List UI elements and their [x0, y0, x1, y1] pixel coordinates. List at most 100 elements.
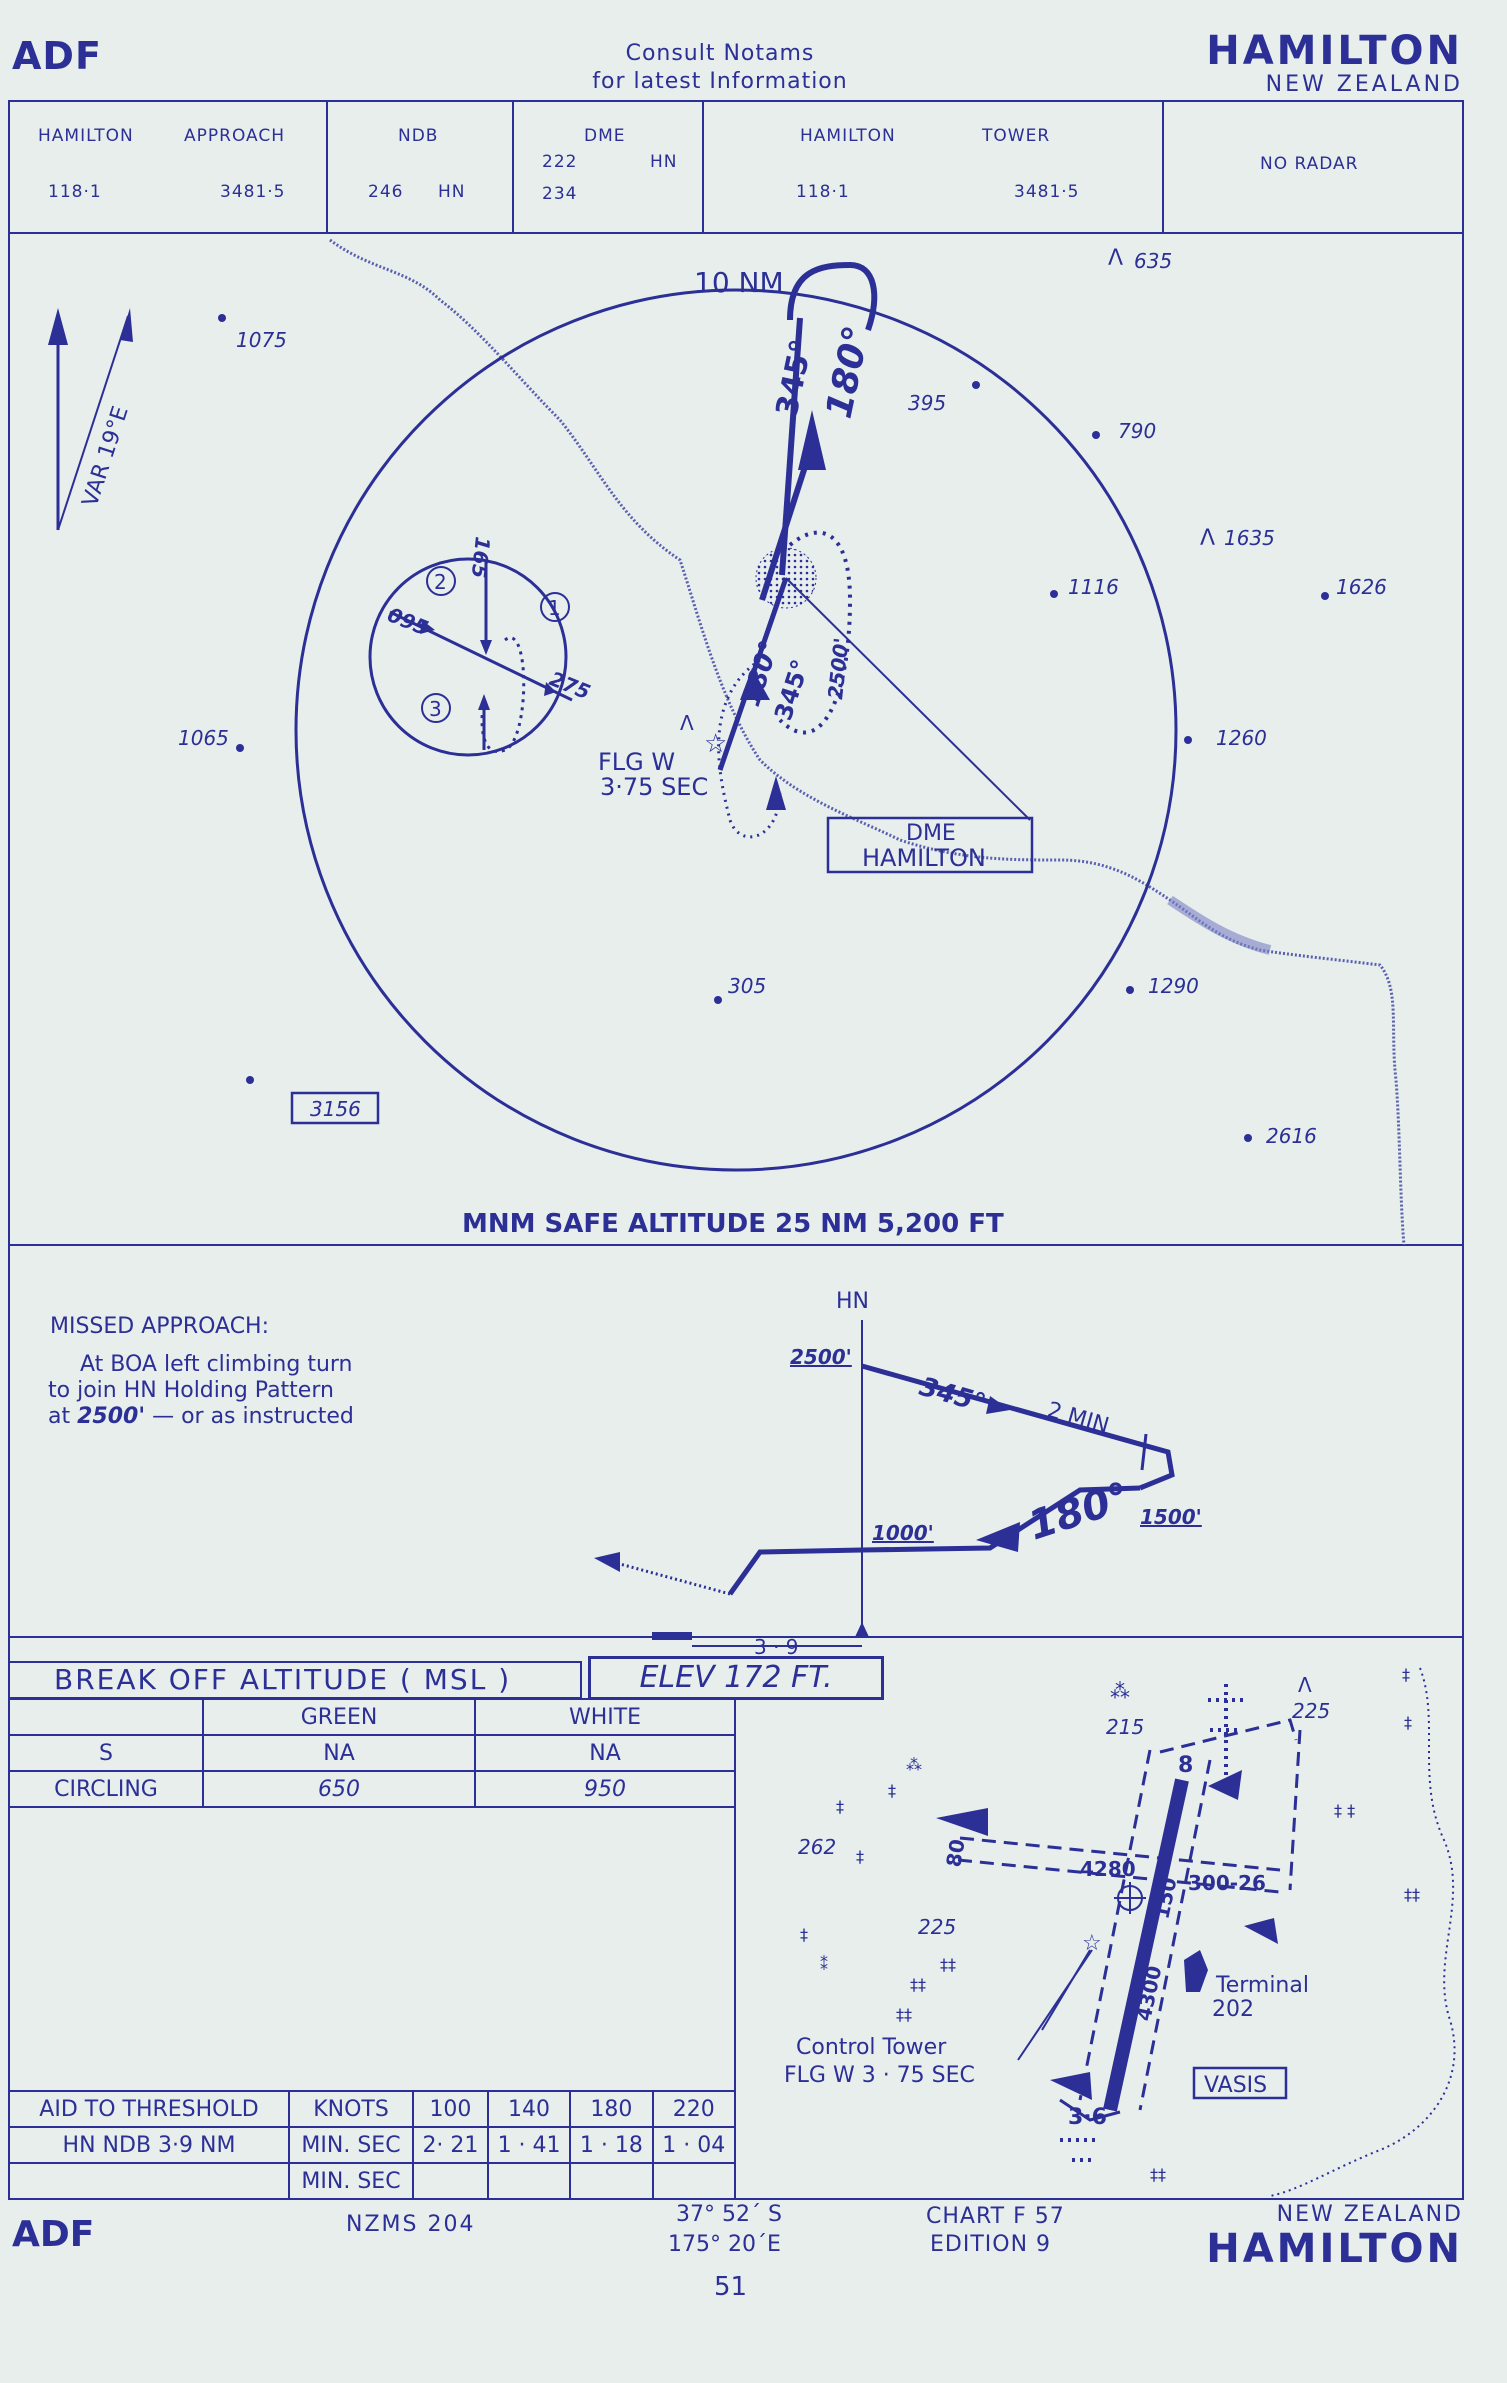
dme-box-line2: HAMILTON [862, 844, 986, 872]
table-row: GREEN WHITE [8, 1698, 736, 1736]
notice-line1: Consult Notams [625, 41, 815, 66]
svg-text:‡‡: ‡‡ [910, 1975, 926, 1994]
ndb-freq: 246 [368, 182, 404, 202]
spot-790: 790 [1118, 419, 1156, 443]
svg-text:‡‡: ‡‡ [1404, 1885, 1420, 1904]
footer-country: NEW ZEALAND [1276, 2202, 1463, 2227]
table-cell: 140 [486, 2090, 572, 2128]
table-cell [9, 2163, 289, 2199]
obstacle-635: 635 [1134, 249, 1172, 273]
ndb-label: NDB [398, 126, 439, 146]
table-cell [412, 2162, 489, 2200]
timing-table: AID TO THRESHOLD KNOTS 100 140 180 220 H… [8, 2090, 737, 2200]
table-cell: 650 [202, 1770, 476, 1808]
svg-text:☆: ☆ [1082, 1931, 1102, 1956]
svg-text:‡‡: ‡‡ [940, 1955, 956, 1974]
profile-alt-top: 2500' [790, 1345, 852, 1369]
obstacle-icon: Λ [1298, 1673, 1312, 1697]
comm-tower: HAMILTON TOWER 118·1 3481·5 [704, 100, 1164, 234]
fix-name: FLG W [598, 748, 675, 776]
ad-height-225: 225 [1292, 1699, 1330, 1723]
dme-ident: HN [650, 152, 678, 172]
table-divider [734, 1698, 736, 2200]
var-label: VAR 19°E [78, 403, 134, 510]
missed-approach-title: MISSED APPROACH: [50, 1314, 270, 1339]
dme-box-line1: DME [906, 821, 956, 846]
table-cell: GREEN [202, 1698, 476, 1736]
svg-text:‡: ‡ [856, 1847, 864, 1866]
tower-label: Control Tower [796, 2035, 947, 2060]
page-number: 51 [714, 2272, 748, 2302]
terminal-label: Terminal [1215, 1973, 1309, 1998]
header-airport-block: HAMILTON NEW ZEALAND [1206, 30, 1463, 97]
holding-pattern [717, 261, 1031, 839]
aerodrome-diagram: ☆ [936, 1667, 1456, 2197]
north-arrow [48, 308, 133, 531]
boa-table: GREEN WHITE S NA NA CIRCLING 650 950 [8, 1698, 736, 1808]
svg-text:‡: ‡ [800, 1925, 808, 1944]
svg-text:‡‡: ‡‡ [896, 2005, 912, 2024]
tower-name: HAMILTON [800, 126, 896, 146]
missed-line1: At BOA left climbing turn [80, 1352, 353, 1377]
spot-1626: 1626 [1336, 575, 1387, 599]
footer-lat: 37° 52´ S [676, 2202, 782, 2227]
airport-name: HAMILTON [1206, 28, 1463, 74]
boa-title: BREAK OFF ALTITUDE ( MSL ) [8, 1661, 582, 1699]
approach-freq1: 118·1 [48, 182, 102, 202]
table-cell: 220 [651, 2090, 737, 2128]
spot-2616: 2616 [1266, 1124, 1317, 1148]
spot-395: 395 [908, 391, 946, 415]
footer-chart: CHART F 57 [926, 2204, 1065, 2229]
table-cell: 950 [474, 1770, 736, 1808]
fix-obstacle-icon: Λ [680, 711, 694, 735]
table-cell: HN NDB 3·9 NM [8, 2126, 290, 2164]
table-row: CIRCLING 650 950 [8, 1770, 736, 1808]
outbound-track-label: 345° [770, 336, 820, 419]
rwy-36: 3·6 [1068, 2105, 1107, 2130]
notam-notice: Consult Notams for latest Information [560, 40, 880, 96]
vasis-box [1192, 2066, 1288, 2100]
footer-type-label: ADF [12, 2214, 95, 2255]
table-row: HN NDB 3·9 NM MIN. SEC 2· 21 1 · 41 1 · … [8, 2126, 737, 2164]
ad-height-215: 215 [1106, 1715, 1144, 1739]
tower-service: TOWER [982, 126, 1051, 146]
table-cell: NA [202, 1734, 476, 1772]
table-cell: NA [474, 1734, 736, 1772]
table-row: MIN. SEC [9, 2162, 737, 2200]
ten-nm-circle [294, 288, 1178, 1172]
profile-leg-time: 2 MIN [1044, 1398, 1111, 1439]
spot-305: 305 [728, 974, 766, 998]
terminal-elev: 202 [1212, 1997, 1254, 2022]
comm-approach: HAMILTON APPROACH 118·1 3481·5 [8, 100, 328, 234]
ad-height-225b: 225 [918, 1915, 956, 1939]
entry-095: 095 [384, 602, 432, 640]
table-cell: 1 · 04 [651, 2126, 737, 2164]
country-name: NEW ZEALAND [1265, 72, 1463, 97]
profile-track-in: 180° [1023, 1474, 1136, 1550]
chart-frame [8, 100, 1464, 2200]
table-cell: MIN. SEC [288, 2162, 414, 2200]
table-cell: MIN. SEC [288, 2126, 414, 2164]
footer-edition: EDITION 9 [930, 2232, 1052, 2257]
table-row: AID TO THRESHOLD KNOTS 100 140 180 220 [8, 2090, 737, 2128]
entry-1: 1 [548, 596, 561, 620]
svg-text:‡: ‡ [888, 1781, 896, 1800]
spot-1290: 1290 [1148, 974, 1199, 998]
svg-text:‡ ‡: ‡ ‡ [1334, 1801, 1355, 1820]
comm-ndb: NDB 246 HN [328, 100, 514, 234]
entry-165: 165 [467, 535, 495, 579]
notice-line2: for latest Information [592, 69, 848, 94]
tower-freq2: 3481·5 [1014, 182, 1080, 202]
table-cell: WHITE [474, 1698, 736, 1736]
footer-lon: 175° 20´E [668, 2232, 781, 2257]
no-radar-label: NO RADAR [1260, 154, 1359, 174]
fix-star-icon: ☆ [704, 729, 727, 759]
boxed-height: 3156 [310, 1097, 361, 1121]
ad-height-262: 262 [798, 1835, 836, 1859]
dme-label: DME [584, 126, 626, 146]
missed-line2: to join HN Holding Pattern [48, 1378, 334, 1403]
svg-text:⁂: ⁂ [906, 1755, 922, 1774]
table-cell: AID TO THRESHOLD [8, 2090, 290, 2128]
obstacle-icon: ⁂ [1110, 1679, 1130, 1703]
